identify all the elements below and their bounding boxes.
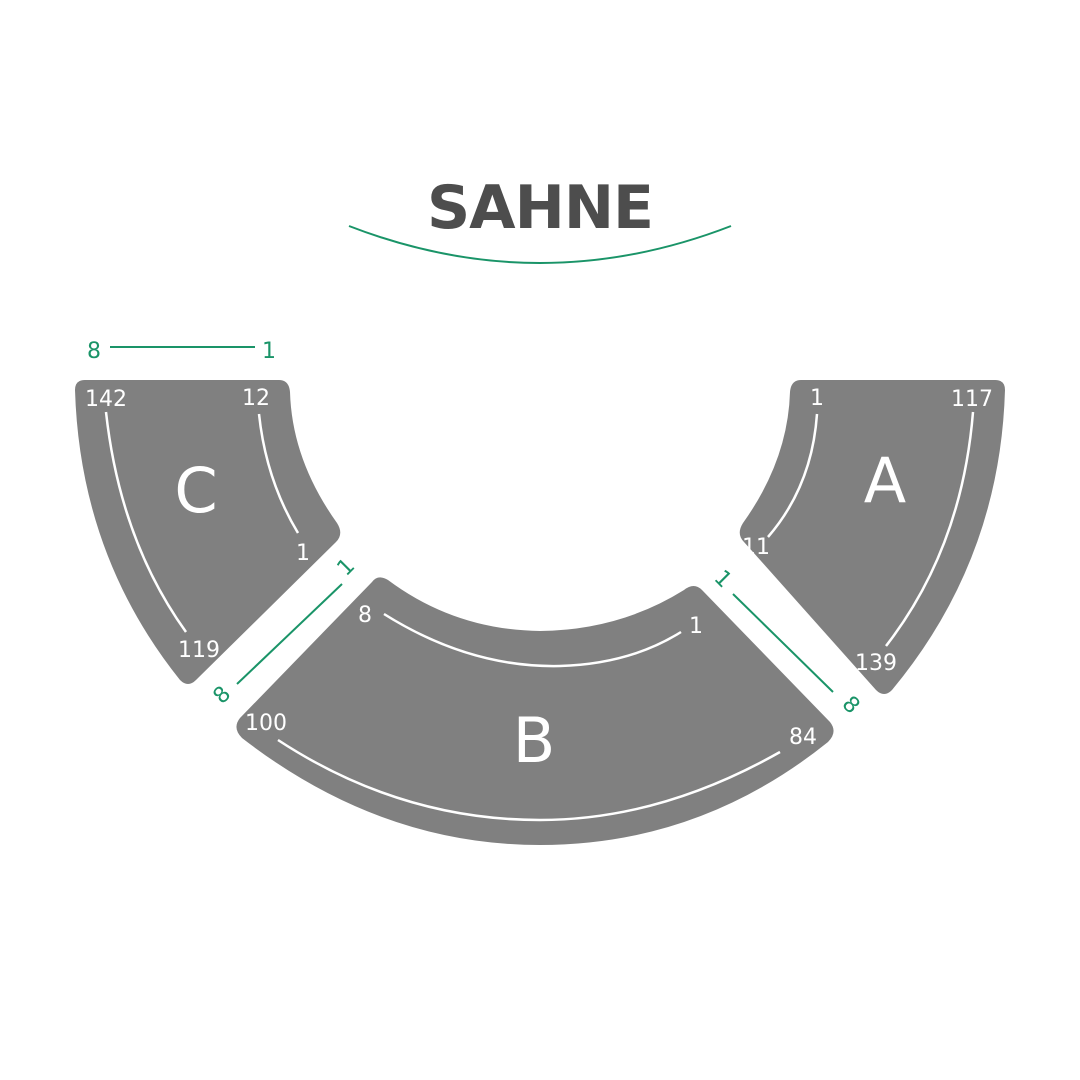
block-c[interactable]: C 142 119 12 1 [75, 380, 341, 684]
row-marker-left-line [236, 583, 343, 685]
block-c-outer-end: 119 [178, 638, 220, 663]
block-c-inner-start: 12 [242, 386, 270, 411]
row-marker-right-end: 8 [837, 692, 865, 720]
row-marker-left-start: 1 [333, 554, 361, 582]
row-marker-top-start: 8 [87, 339, 101, 364]
block-a-outer-start: 117 [951, 387, 993, 412]
block-c-inner-row-line [257, 413, 300, 534]
block-b-outer-row-line [277, 738, 781, 822]
block-c-inner-end: 1 [296, 541, 310, 566]
row-marker-left-end: 8 [209, 682, 237, 710]
block-c-shape [75, 380, 341, 684]
block-b-label: B [513, 704, 556, 777]
block-a-inner-start: 1 [810, 386, 824, 411]
block-b-inner-end: 1 [689, 614, 703, 639]
row-marker-top-end: 1 [262, 339, 276, 364]
block-b-inner-start: 8 [358, 603, 372, 628]
block-b-outer-end: 84 [789, 725, 817, 750]
block-b-inner-row-line [383, 612, 682, 668]
stage-title: SAHNE [427, 173, 653, 243]
block-c-outer-start: 142 [85, 387, 127, 412]
block-a-inner-row-line [767, 413, 819, 538]
row-marker-right-line [732, 593, 834, 693]
block-a[interactable]: A 117 139 1 11 [739, 380, 1005, 694]
block-a-inner-end: 11 [742, 535, 770, 560]
block-a-outer-row-line [885, 411, 975, 647]
row-marker-right-start: 1 [709, 566, 737, 594]
block-c-outer-row-line [104, 411, 188, 633]
block-a-shape [739, 380, 1005, 694]
block-b[interactable]: B 8 1 100 84 [236, 577, 834, 845]
block-c-label: C [174, 454, 217, 527]
block-b-outer-start: 100 [245, 711, 287, 736]
block-a-outer-end: 139 [855, 651, 897, 676]
block-b-shape [236, 577, 834, 845]
stage-edge-line [348, 225, 732, 264]
row-marker-top: 8 1 [87, 339, 276, 364]
block-a-label: A [864, 444, 906, 517]
